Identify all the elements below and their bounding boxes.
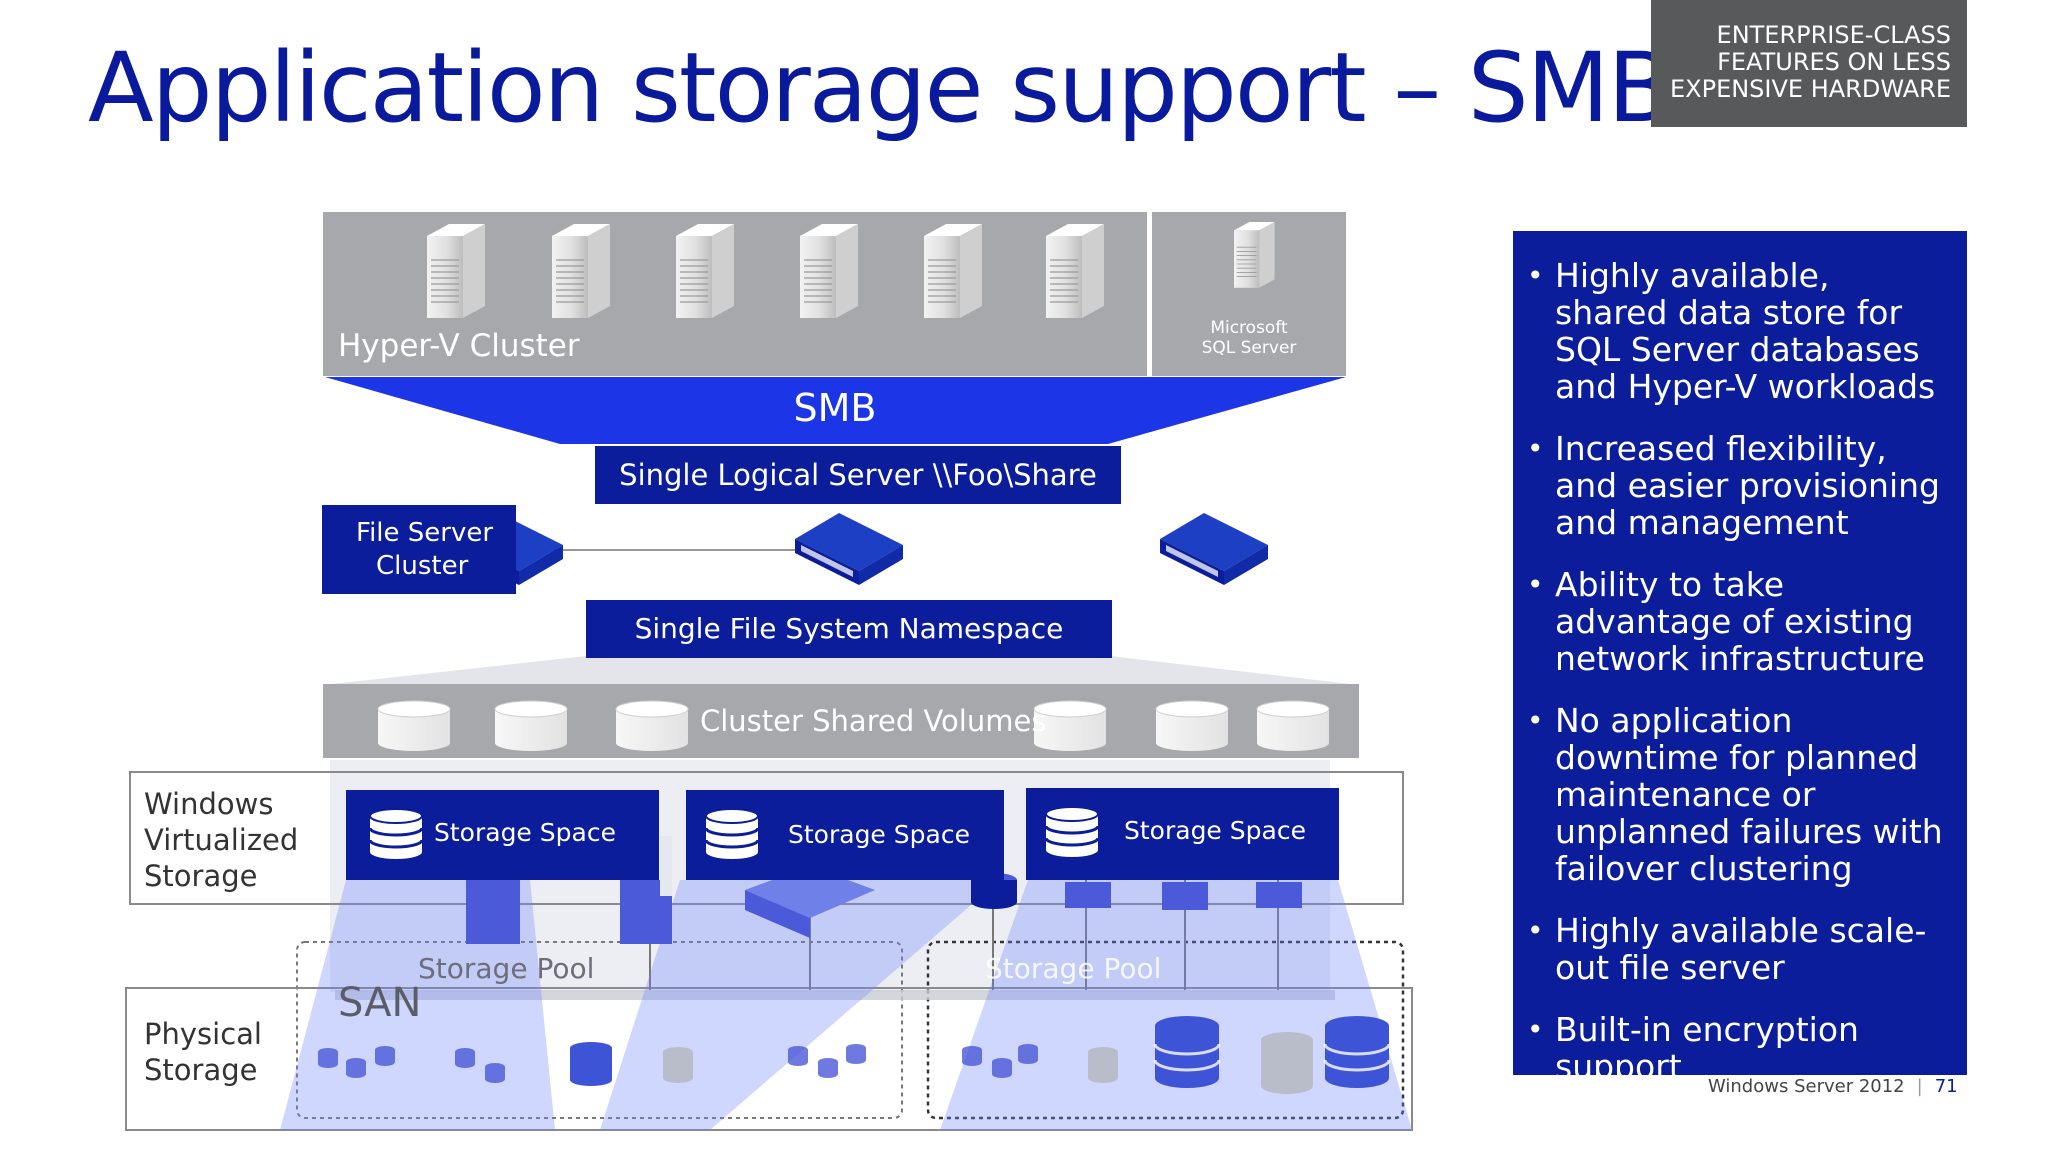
file-server-line: Cluster <box>376 551 469 581</box>
file-server-cluster: File Server Cluster <box>322 505 516 594</box>
logical-server-bar: Single Logical Server \\Foo\Share <box>595 446 1121 504</box>
benefit-text: Increased flexibility, and easier provis… <box>1555 429 1940 542</box>
storage-space-box: Storage Space <box>686 790 1004 880</box>
benefits-panel: • Highly available, shared data store for… <box>1513 231 1967 1085</box>
page-title: Application storage support – SMB 3.0 <box>88 32 1849 144</box>
storage-stack-icon <box>368 807 424 861</box>
benefit-item: • No application downtime for planned mai… <box>1527 702 1951 887</box>
namespace-label: Single File System Namespace <box>634 612 1064 645</box>
sql-label-line: Microsoft <box>1210 318 1288 338</box>
bullet-icon: • <box>1527 914 1544 947</box>
slide-footer: Windows Server 2012 | 71 <box>1708 1076 1958 1097</box>
page-number: 71 <box>1934 1076 1958 1097</box>
physical-storage-label: Physical Storage <box>144 1016 262 1088</box>
san-label: SAN <box>338 980 422 1026</box>
sql-server-label: Microsoft SQL Server <box>1152 318 1346 358</box>
architecture-diagram <box>125 212 1413 1131</box>
benefit-item: • Increased flexibility, and easier provi… <box>1527 430 1951 541</box>
wvs-line: Storage <box>144 859 258 893</box>
phys-line: Storage <box>144 1053 258 1087</box>
benefit-text: Highly available scale-out file server <box>1555 911 1927 987</box>
windows-virtualized-storage-label: Windows Virtualized Storage <box>144 786 298 894</box>
phys-line: Physical <box>144 1017 262 1051</box>
logical-server-label: Single Logical Server \\Foo\Share <box>619 458 1097 492</box>
footer-product: Windows Server 2012 <box>1708 1076 1905 1097</box>
tagline-badge: ENTERPRISE-CLASS FEATURES ON LESS EXPENS… <box>1651 0 1967 127</box>
benefit-text: Ability to take advantage of existing ne… <box>1555 565 1925 678</box>
benefit-item: • Highly available scale-out file server <box>1527 912 1951 986</box>
badge-line: EXPENSIVE HARDWARE <box>1669 75 1951 103</box>
storage-stack-icon <box>1044 805 1100 859</box>
wvs-line: Windows <box>144 787 274 821</box>
smb-label: SMB <box>793 386 877 430</box>
bullet-icon: • <box>1527 568 1544 601</box>
benefit-text: Built-in encryption support <box>1555 1010 1859 1086</box>
storage-space-label: Storage Space <box>1124 816 1306 845</box>
badge-line: FEATURES ON LESS <box>1717 48 1951 76</box>
benefit-item: • Highly available, shared data store for… <box>1527 257 1951 405</box>
storage-space-box: Storage Space <box>346 790 659 880</box>
benefit-item: • Ability to take advantage of existing n… <box>1527 566 1951 677</box>
benefit-item: • Built-in encryption support <box>1527 1011 1951 1085</box>
bullet-icon: • <box>1527 1013 1544 1046</box>
footer-separator: | <box>1916 1076 1923 1097</box>
benefit-text: Highly available, shared data store for … <box>1555 256 1936 406</box>
namespace-bar: Single File System Namespace <box>586 600 1112 658</box>
storage-pool-label: Storage Pool <box>418 952 595 985</box>
storage-stack-icon <box>704 807 760 861</box>
badge-line: ENTERPRISE-CLASS <box>1716 21 1951 49</box>
hyperv-cluster-label: Hyper-V Cluster <box>338 328 580 364</box>
file-server-line: File Server <box>356 518 494 548</box>
bullet-icon: • <box>1527 432 1544 465</box>
storage-space-box: Storage Space <box>1026 788 1339 880</box>
storage-space-label: Storage Space <box>788 820 970 849</box>
csv-label: Cluster Shared Volumes <box>700 704 1047 738</box>
wvs-line: Virtualized <box>144 823 299 857</box>
storage-pool-label: Storage Pool <box>985 952 1162 985</box>
file-server-label: File Server Cluster <box>322 505 516 583</box>
storage-space-label: Storage Space <box>434 818 616 847</box>
bullet-icon: • <box>1527 704 1544 737</box>
benefit-text: No application downtime for planned main… <box>1555 701 1943 888</box>
sql-label-line: SQL Server <box>1201 338 1297 358</box>
bullet-icon: • <box>1527 259 1544 292</box>
